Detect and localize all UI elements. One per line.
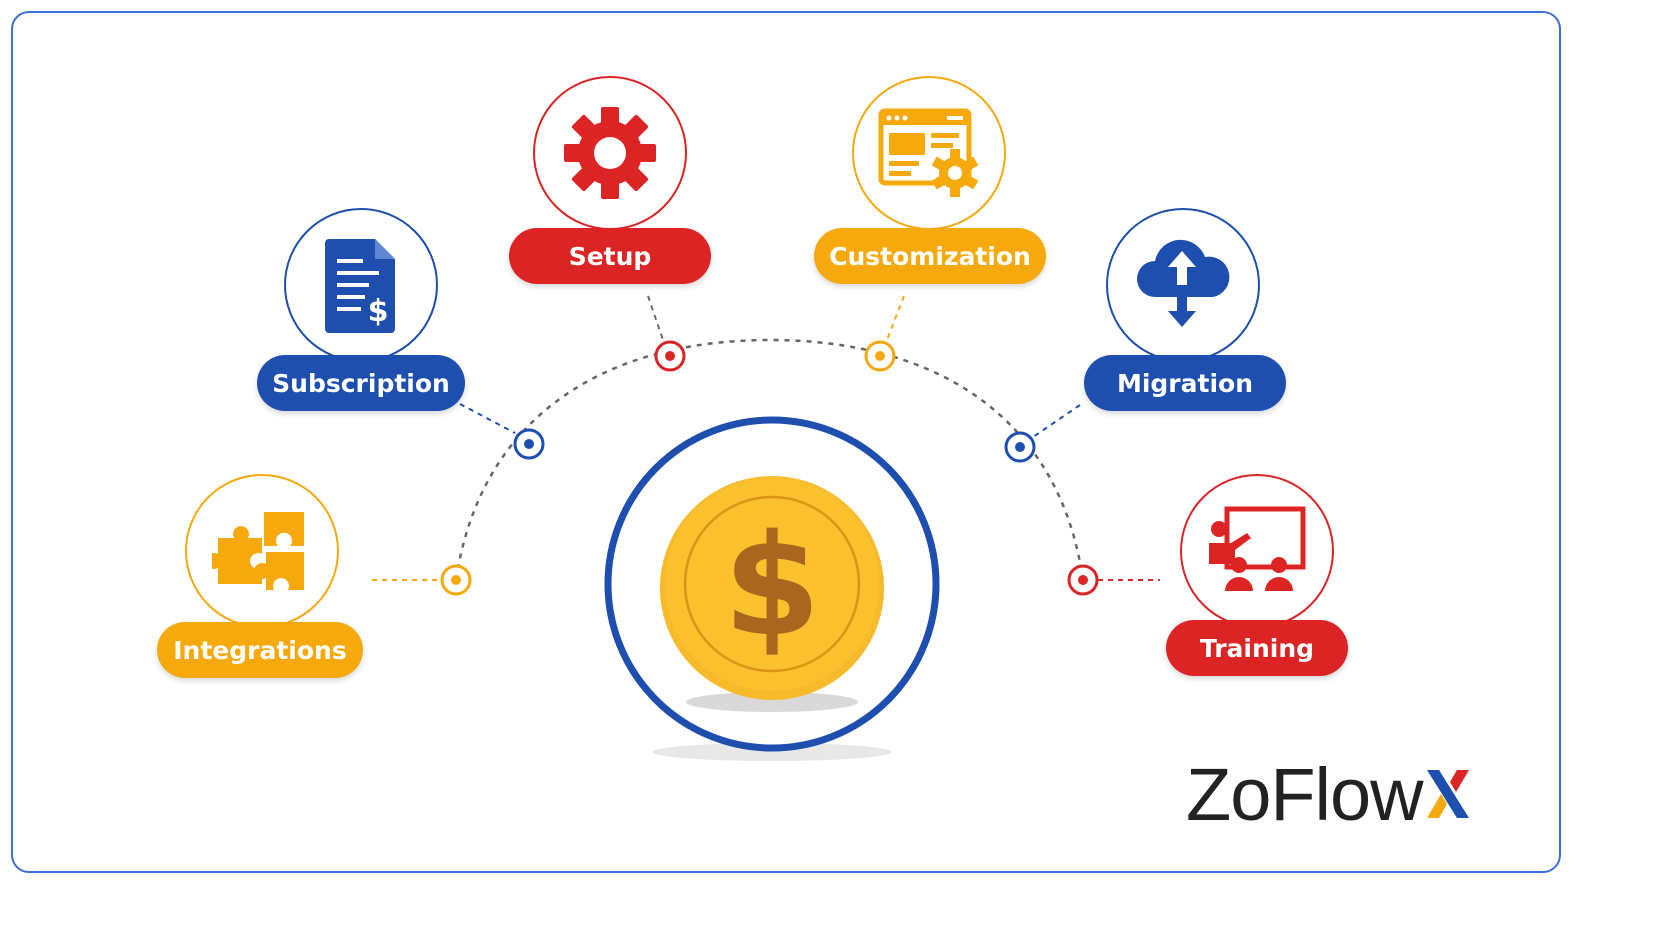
subscription-circle: $ — [284, 208, 438, 362]
dot-training — [1067, 564, 1099, 596]
leader-subscription — [459, 403, 516, 434]
dot-migration — [1004, 431, 1036, 463]
gear-icon — [564, 107, 656, 199]
migration-label[interactable]: Migration — [1084, 355, 1286, 411]
dot-integrations — [440, 564, 472, 596]
cloud-transfer-icon — [1137, 239, 1230, 327]
presentation-icon — [1209, 506, 1306, 591]
training-label[interactable]: Training — [1166, 620, 1348, 676]
setup-circle — [533, 76, 687, 230]
setup-label[interactable]: Setup — [509, 228, 711, 284]
zoflowx-logo: ZoFlow — [1186, 752, 1471, 837]
puzzle-icon — [212, 512, 304, 590]
browser-settings-icon — [878, 108, 979, 197]
leader-setup — [647, 295, 664, 341]
svg-text:$: $ — [368, 294, 389, 329]
training-circle — [1180, 474, 1334, 628]
migration-circle — [1106, 208, 1260, 362]
logo-x-mark — [1426, 770, 1469, 818]
integrations-label[interactable]: Integrations — [157, 622, 363, 678]
dot-customization — [864, 340, 896, 372]
subscription-label[interactable]: Subscription — [257, 355, 465, 411]
customization-circle — [852, 76, 1006, 230]
dot-subscription — [513, 428, 545, 460]
customization-label[interactable]: Customization — [814, 228, 1046, 284]
dot-setup — [654, 340, 686, 372]
integrations-circle — [185, 474, 339, 628]
logo-wordmark: ZoFlow — [1186, 753, 1424, 836]
leader-migration — [1032, 404, 1081, 438]
leader-customization — [886, 295, 905, 341]
invoice-document-icon: $ — [325, 239, 395, 333]
